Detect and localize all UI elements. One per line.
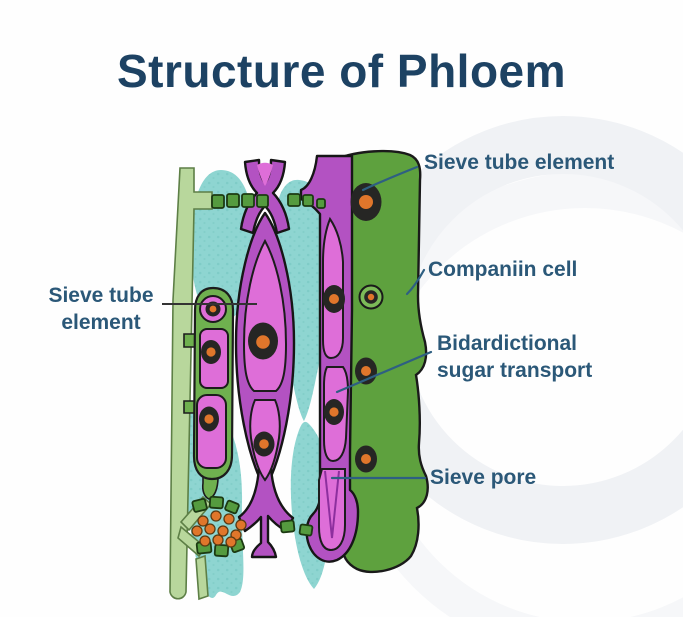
nucleolus [209, 305, 217, 313]
label-line: Sieve tube [48, 284, 154, 307]
companion-column-cell [196, 394, 227, 469]
nucleolus [329, 294, 339, 304]
sieve-plate-square [316, 198, 326, 209]
nucleolus [359, 195, 373, 209]
nuclei-centers [204, 195, 375, 464]
sugar-granules [191, 510, 247, 548]
sieve-plate-square [241, 193, 255, 208]
connector-nub [201, 476, 219, 500]
sugar-granule [199, 535, 211, 547]
sieve-plate-square [302, 194, 314, 207]
sugar-granule [217, 525, 229, 537]
leader-line-sieve-tube-right [361, 165, 419, 192]
sieve-plate-square [224, 499, 240, 515]
stalk-strip [195, 554, 209, 601]
sieve-plate-square [256, 194, 269, 208]
sieve-plate-square [279, 519, 296, 534]
nucleolus [204, 414, 214, 424]
stalk-bar [169, 167, 213, 600]
label-sieve-tube-element-right: Sieve tube element [424, 151, 615, 174]
page-title: Structure of Phloem [116, 45, 567, 97]
nucleolus [259, 439, 269, 449]
sugar-granule [212, 534, 224, 546]
sieve-plate-square [191, 497, 208, 513]
label-line: Bidardictional [437, 332, 578, 355]
sieve-plate-square [298, 523, 314, 537]
sieve-pore-compartment [318, 468, 346, 552]
sieve-pore-channel-lines [324, 470, 340, 539]
sugar-granule [210, 510, 222, 522]
nucleolus [256, 335, 270, 349]
nucleolus [329, 407, 339, 417]
sugar-granule [191, 525, 203, 537]
nucleolus [361, 454, 371, 464]
sieve-plate-squares [191, 193, 326, 558]
label-bidirectional-sugar-transport: Bidardictional sugar transport [437, 330, 592, 384]
sieve-plate-square [287, 193, 301, 207]
nucleolus [206, 347, 216, 357]
label-line: element [61, 311, 141, 334]
sugar-granule [204, 523, 216, 535]
sieve-plate-square [213, 543, 230, 558]
sieve-plate-square [211, 194, 225, 209]
leader-line-bidirectional [335, 350, 433, 394]
leader-lines [330, 165, 433, 480]
x-crotch-accent [257, 162, 273, 186]
label-sieve-pore: Sieve pore [430, 466, 537, 489]
label-sieve-tube-element-left: Sieve tube element [22, 282, 180, 336]
nucleolus [367, 293, 375, 301]
sieve-plate-square [208, 495, 225, 510]
nucleolus [361, 366, 371, 376]
leader-line-companion-cell [405, 268, 426, 296]
central-tube-funnel [237, 466, 295, 559]
sugar-granule [223, 513, 235, 525]
sieve-plate-square [226, 193, 240, 208]
label-line: sugar transport [437, 359, 593, 382]
sugar-granule [225, 536, 237, 548]
sugar-granule [197, 515, 209, 527]
label-companion-cell: Companiin cell [428, 258, 578, 281]
sugar-granule [235, 519, 247, 531]
